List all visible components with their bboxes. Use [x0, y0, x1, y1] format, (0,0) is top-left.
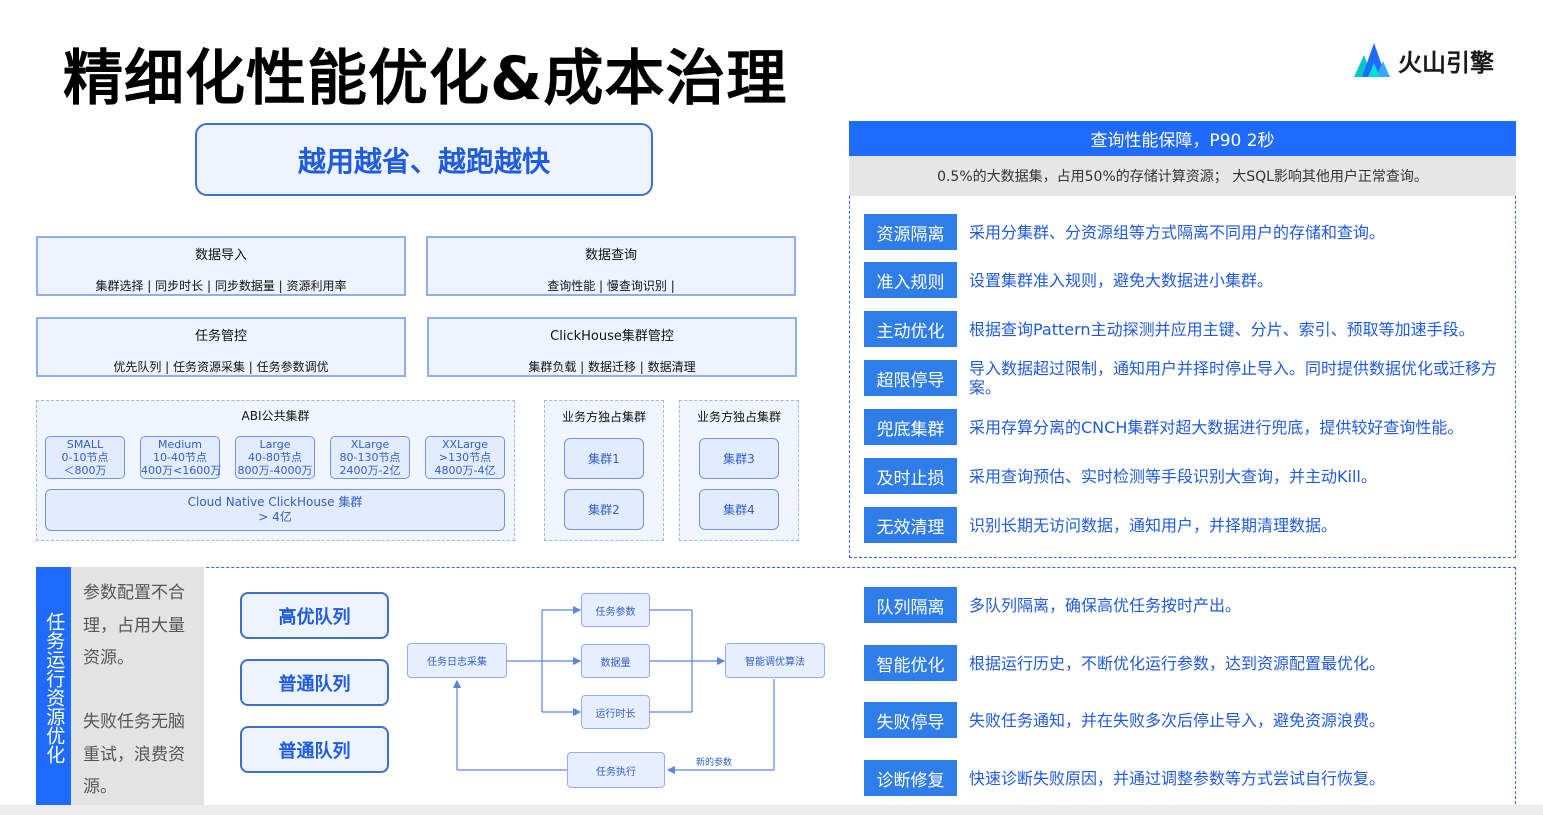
size-name: Medium: [158, 438, 202, 451]
size-name: XLarge: [350, 438, 390, 451]
volcano-logo-icon: [1354, 43, 1390, 77]
size-small: SMALL 0-10节点 ＜800万: [45, 436, 125, 479]
cluster-2: 集群2: [564, 489, 644, 530]
desc-admission-rules: 设置集群准入规则，避免大数据进小集群。: [969, 271, 1274, 290]
exclusive-cluster-title: 业务方独占集群: [696, 410, 781, 424]
slogan-box: 越用越省、越跑越快: [195, 123, 653, 196]
cloud-native-size: > 4亿: [258, 510, 292, 524]
mgmt-clickhouse-control: ClickHouse集群管控 集群负载 | 数据迁移 | 数据清理: [427, 317, 797, 377]
flow-duration: 运行时长: [581, 695, 650, 729]
mgmt-items: 优先队列 | 任务资源采集 | 任务参数调优: [113, 360, 329, 374]
mgmt-data-query: 数据查询 查询性能 | 慢查询识别 |: [426, 236, 796, 296]
size-rows: 2400万-2亿: [339, 464, 401, 477]
tag-diagnose-repair: 诊断修复: [864, 760, 957, 796]
mgmt-data-import: 数据导入 集群选择 | 同步时长 | 同步数据量 | 资源利用率: [36, 236, 406, 296]
mgmt-task-control: 任务管控 优先队列 | 任务资源采集 | 任务参数调优: [36, 317, 406, 377]
tag-admission-rules: 准入规则: [864, 262, 957, 298]
flow-new-params-label: 新的参数: [696, 758, 733, 768]
problem-text-1: 参数配置不合理，占用大量资源。: [83, 583, 185, 668]
abi-cluster-title: ABI公共集群: [241, 409, 310, 423]
size-nodes: 10-40节点: [153, 451, 207, 464]
size-name: SMALL: [66, 438, 104, 451]
queue-high-priority: 高优队列: [240, 592, 389, 639]
flow-task-params: 任务参数: [581, 593, 650, 627]
cluster-3: 集群3: [699, 438, 779, 479]
page-title: 精细化性能优化&成本治理: [63, 44, 788, 114]
desc-smart-optimization: 根据运行历史，不断优化运行参数，达到资源配置最优化。: [969, 654, 1386, 673]
desc-limit-stop: 导入数据超过限制，通知用户并择时停止导入。同时提供数据优化或迁移方案。: [969, 359, 1498, 397]
tag-resource-isolation: 资源隔离: [864, 214, 957, 250]
flow-data-volume: 数据量: [581, 644, 650, 678]
size-nodes: 40-80节点: [248, 451, 302, 464]
cloud-native-cluster: Cloud Native ClickHouse 集群 > 4亿: [45, 489, 505, 531]
size-nodes: 0-10节点: [61, 451, 109, 464]
size-nodes: >130节点: [438, 451, 492, 464]
brand-logo: 火山引擎: [1352, 40, 1522, 80]
size-xxlarge: XXLarge >130节点 4800万-4亿: [425, 436, 505, 479]
desc-invalid-cleanup: 识别长期无访问数据，通知用户，并择期清理数据。: [969, 516, 1338, 535]
size-rows: 4800万-4亿: [434, 464, 496, 477]
size-medium: Medium 10-40节点 400万<1600万: [140, 436, 222, 479]
mgmt-items: 集群选择 | 同步时长 | 同步数据量 | 资源利用率: [95, 279, 347, 293]
exclusive-cluster-title: 业务方独占集群: [561, 410, 646, 424]
problem-text-2: 失败任务无脑重试，浪费资源。: [83, 712, 185, 797]
tag-limit-stop: 超限停导: [864, 360, 957, 396]
size-name: XXLarge: [441, 438, 489, 451]
tag-queue-isolation: 队列隔离: [864, 587, 957, 623]
task-section-side-label: 任务运行资源优化: [36, 567, 71, 809]
desc-failure-stop: 失败任务通知，并在失败多次后停止导入，避免资源浪费。: [969, 711, 1386, 730]
cluster-1: 集群1: [564, 438, 644, 479]
task-problems-panel: [71, 567, 204, 809]
flow-smart-algo: 智能调优算法: [725, 643, 825, 678]
size-xlarge: XLarge 80-130节点 2400万-2亿: [330, 436, 410, 479]
tag-failure-stop: 失败停导: [864, 702, 957, 738]
mgmt-title: 数据导入: [194, 248, 247, 263]
queue-normal-1: 普通队列: [240, 659, 389, 706]
desc-stop-loss: 采用查询预估、实时检测等手段识别大查询，并主动Kill。: [969, 467, 1377, 486]
logo-text: 火山引擎: [1398, 48, 1494, 77]
tag-active-optimization: 主动优化: [864, 311, 957, 347]
tag-stop-loss: 及时止损: [864, 458, 957, 494]
queue-normal-2: 普通队列: [240, 726, 389, 773]
tag-invalid-cleanup: 无效清理: [864, 507, 957, 543]
cluster-4: 集群4: [699, 489, 779, 530]
query-panel-subheader: 0.5%的大数据集，占用50%的存储计算资源； 大SQL影响其他用户正常查询。: [849, 156, 1516, 196]
mgmt-title: 数据查询: [584, 248, 637, 263]
size-rows: 800万-4000万: [237, 464, 313, 477]
mgmt-title: 任务管控: [194, 329, 247, 344]
mgmt-items: 集群负载 | 数据迁移 | 数据清理: [528, 360, 696, 374]
bottom-bar: [0, 805, 1543, 815]
desc-diagnose-repair: 快速诊断失败原因，并通过调整参数等方式尝试自行恢复。: [969, 769, 1386, 788]
flow-connectors: [452, 605, 775, 775]
desc-active-optimization: 根据查询Pattern主动探测并应用主键、分片、索引、预取等加速手段。: [969, 320, 1475, 339]
desc-resource-isolation: 采用分集群、分资源组等方式隔离不同用户的存储和查询。: [969, 223, 1386, 242]
mgmt-items: 查询性能 | 慢查询识别 |: [547, 279, 675, 293]
mgmt-title: ClickHouse集群管控: [550, 329, 674, 344]
flow-log-collect: 任务日志采集: [407, 643, 507, 678]
tag-fallback-cluster: 兜底集群: [864, 409, 957, 445]
size-rows: 400万<1600万: [141, 464, 222, 477]
desc-queue-isolation: 多队列隔离，确保高优任务按时产出。: [969, 596, 1242, 615]
size-nodes: 80-130节点: [339, 451, 401, 464]
size-rows: ＜800万: [63, 464, 107, 477]
desc-fallback-cluster: 采用存算分离的CNCH集群对超大数据进行兜底，提供较好查询性能。: [969, 418, 1464, 437]
size-name: Large: [259, 438, 291, 451]
query-panel-header: 查询性能保障，P90 2秒: [849, 121, 1516, 156]
flow-task-exec: 任务执行: [567, 752, 665, 788]
tag-smart-optimization: 智能优化: [864, 645, 957, 681]
cloud-native-label: Cloud Native ClickHouse 集群: [187, 495, 363, 509]
size-large: Large 40-80节点 800万-4000万: [235, 436, 315, 479]
